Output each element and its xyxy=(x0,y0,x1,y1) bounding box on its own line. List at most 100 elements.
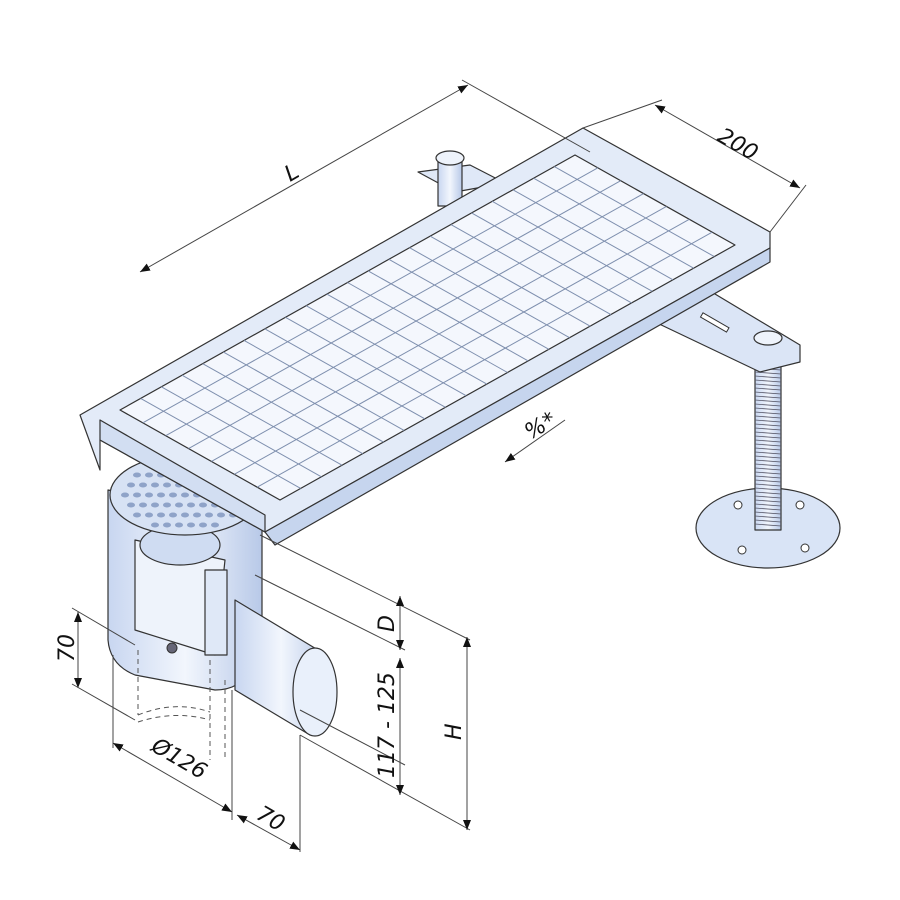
grate-bar xyxy=(202,363,363,455)
grate-bar xyxy=(754,463,782,467)
front-adjustable-foot xyxy=(654,284,841,569)
strainer-hole xyxy=(175,522,183,528)
strainer-hole xyxy=(181,492,189,498)
grate-bar xyxy=(754,479,782,483)
grate-bar xyxy=(754,447,782,451)
grate-bar xyxy=(754,491,782,495)
strainer-hole xyxy=(211,522,219,528)
grate-bar xyxy=(754,455,782,459)
grate-bar xyxy=(754,443,782,447)
strainer-hole xyxy=(187,522,195,528)
outlet-body xyxy=(107,454,338,760)
strainer-hole xyxy=(145,492,153,498)
grate-bar xyxy=(285,316,446,408)
depth-label: D xyxy=(375,615,400,632)
grate-bar xyxy=(188,193,644,450)
grate-bar xyxy=(754,403,782,407)
grate-bar xyxy=(754,515,782,519)
grate-bar xyxy=(754,391,782,395)
strainer-hole xyxy=(187,502,195,508)
dimension-lines xyxy=(71,79,807,852)
grate-bar xyxy=(754,483,782,487)
grate-bar xyxy=(140,397,301,489)
grate-bar xyxy=(326,293,488,385)
grate-bar xyxy=(754,451,782,455)
grate-bar xyxy=(754,487,782,491)
diameter-label: Ø126 xyxy=(146,733,211,785)
grate-bar xyxy=(754,427,782,431)
strainer-hole xyxy=(163,522,171,528)
grate-bar xyxy=(243,340,405,431)
outlet-offset-label: 70 xyxy=(55,634,80,662)
grate-bar xyxy=(181,374,343,466)
grate-bar xyxy=(450,224,612,315)
grate-bar xyxy=(754,383,782,387)
grate-bar xyxy=(471,212,632,304)
strainer-hole xyxy=(145,472,153,478)
drainage-channel xyxy=(79,127,771,546)
strainer-hole xyxy=(121,492,129,498)
grate-bar xyxy=(754,499,782,503)
grate-bar xyxy=(754,375,782,379)
grate-bar xyxy=(211,205,667,462)
width-label: 200 xyxy=(713,124,762,167)
strainer-hole xyxy=(151,502,159,508)
grate-bar xyxy=(754,419,782,423)
grate-bar xyxy=(754,471,782,475)
grate-bar xyxy=(492,200,653,292)
strainer-hole xyxy=(217,512,225,518)
slope-label: %* xyxy=(521,408,561,446)
grate-bar xyxy=(754,423,782,427)
strainer-hole xyxy=(169,512,177,518)
strainer-hole xyxy=(133,512,141,518)
grate-bar xyxy=(754,503,782,507)
grate-bar xyxy=(754,507,782,511)
strainer-hole xyxy=(157,512,165,518)
grate-bar xyxy=(256,231,713,488)
length-label: L xyxy=(281,159,304,187)
strainer-hole xyxy=(175,502,183,508)
grate-bar xyxy=(388,258,550,350)
grate-bar xyxy=(754,467,782,471)
pipe-offset-label: 70 xyxy=(252,802,289,838)
grate-bar xyxy=(264,328,426,420)
grate-bar xyxy=(754,475,782,479)
grate-bar xyxy=(754,399,782,403)
strainer-hole xyxy=(169,492,177,498)
grate-bar xyxy=(754,435,782,439)
strainer-hole xyxy=(205,512,213,518)
grate-bar xyxy=(754,415,782,419)
strainer-hole xyxy=(163,502,171,508)
grate-bar xyxy=(347,282,508,373)
grate-bar xyxy=(165,180,621,437)
grate-bar xyxy=(754,459,782,463)
grate-bar xyxy=(754,519,782,523)
strainer-hole xyxy=(193,512,201,518)
grate-bar xyxy=(367,270,529,362)
strainer-hole xyxy=(133,472,141,478)
grate-bar xyxy=(305,305,467,397)
strainer-hole xyxy=(127,502,135,508)
grate-bar xyxy=(754,523,782,527)
strainer-hole xyxy=(157,492,165,498)
strainer-hole xyxy=(163,482,171,488)
grate-bar xyxy=(754,379,782,383)
strainer-hole xyxy=(139,482,147,488)
grate-bar xyxy=(754,431,782,435)
strainer-hole xyxy=(151,482,159,488)
grate-bar xyxy=(533,177,694,269)
grate-bar xyxy=(754,395,782,399)
strainer-hole xyxy=(127,482,135,488)
grate-bar xyxy=(223,351,384,443)
grate-bar xyxy=(754,439,782,443)
strainer-hole xyxy=(151,522,159,528)
grate-bar xyxy=(512,189,674,281)
grate-bar xyxy=(754,407,782,411)
strainer-hole xyxy=(145,512,153,518)
grate-bar xyxy=(142,167,599,424)
grate-bar xyxy=(754,495,782,499)
grate-bar xyxy=(161,386,322,478)
strainer-hole xyxy=(199,502,207,508)
